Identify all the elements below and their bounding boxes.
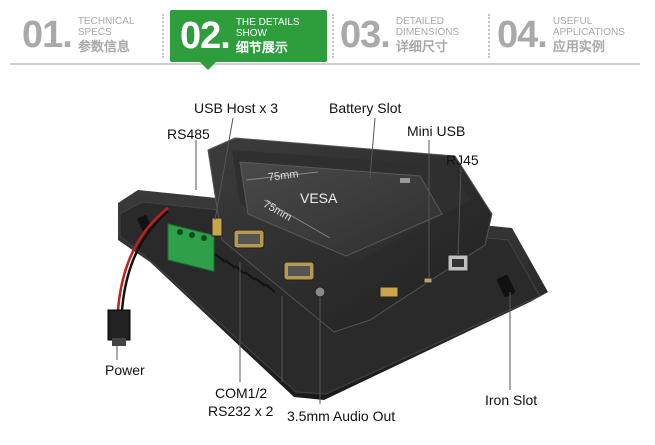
tab-detailed-dimensions[interactable]: 03. DETAILED DIMENSIONS 详细尺寸 [340,8,485,62]
callout-mini-usb: Mini USB [407,123,466,139]
usb-port [379,286,399,298]
tab-number: 03. [340,14,391,56]
tab-number: 01. [22,14,73,56]
callout-com: COM1/2 [215,385,268,401]
callout-leaders [116,117,511,404]
tab-label-cn: 应用实例 [552,38,605,54]
tab-divider [332,14,334,58]
tab-label-en: SPECS [77,26,112,38]
tab-label-en: APPLICATIONS [552,26,625,38]
callout-rs485: RS485 [167,126,210,142]
tab-label-cn: 细节展示 [235,39,288,55]
tab-divider [488,14,490,58]
tab-label-en: DETAILED [395,15,444,27]
callout-rj45: RJ45 [446,152,479,168]
tab-label-en: SHOW [235,27,267,39]
tab-useful-applications[interactable]: 04. USEFUL APPLICATIONS 应用实例 [497,8,647,62]
tab-the-details-show[interactable]: 02. THE DETAILS SHOW 细节展示 [170,10,327,62]
active-tab-pointer [200,62,216,70]
tab-divider [162,14,164,58]
callout-usb-host: USB Host x 3 [194,100,279,116]
callout-audio-out: 3.5mm Audio Out [287,408,396,424]
tab-label-en: USEFUL [552,15,593,27]
tab-bar-underline [10,63,640,65]
tab-label-en: DIMENSIONS [395,26,460,38]
battery-slot-cover [239,161,443,257]
usb-host-port [211,217,223,237]
mini-usb-port [423,277,433,284]
details-tab-bar: 01. TECHNICAL SPECS 参数信息 02. THE DETAILS… [0,0,655,70]
tab-label-en: TECHNICAL [77,15,135,27]
callout-iron-slot: Iron Slot [485,392,538,408]
tab-label-cn: 参数信息 [77,38,130,54]
tab-technical-specs[interactable]: 01. TECHNICAL SPECS 参数信息 [22,8,162,62]
callout-power: Power [105,362,145,378]
callout-battery-slot: Battery Slot [329,100,402,116]
rs485-terminal-block [167,223,215,272]
vesa-label: VESA [300,190,338,206]
tab-label-cn: 详细尺寸 [395,38,448,54]
audio-jack [314,286,326,298]
callout-rs232: RS232 x 2 [208,403,274,419]
tab-number: 04. [497,14,548,56]
tab-number: 02. [180,15,231,57]
power-cable [107,207,169,346]
tab-label-en: THE DETAILS [235,16,300,28]
